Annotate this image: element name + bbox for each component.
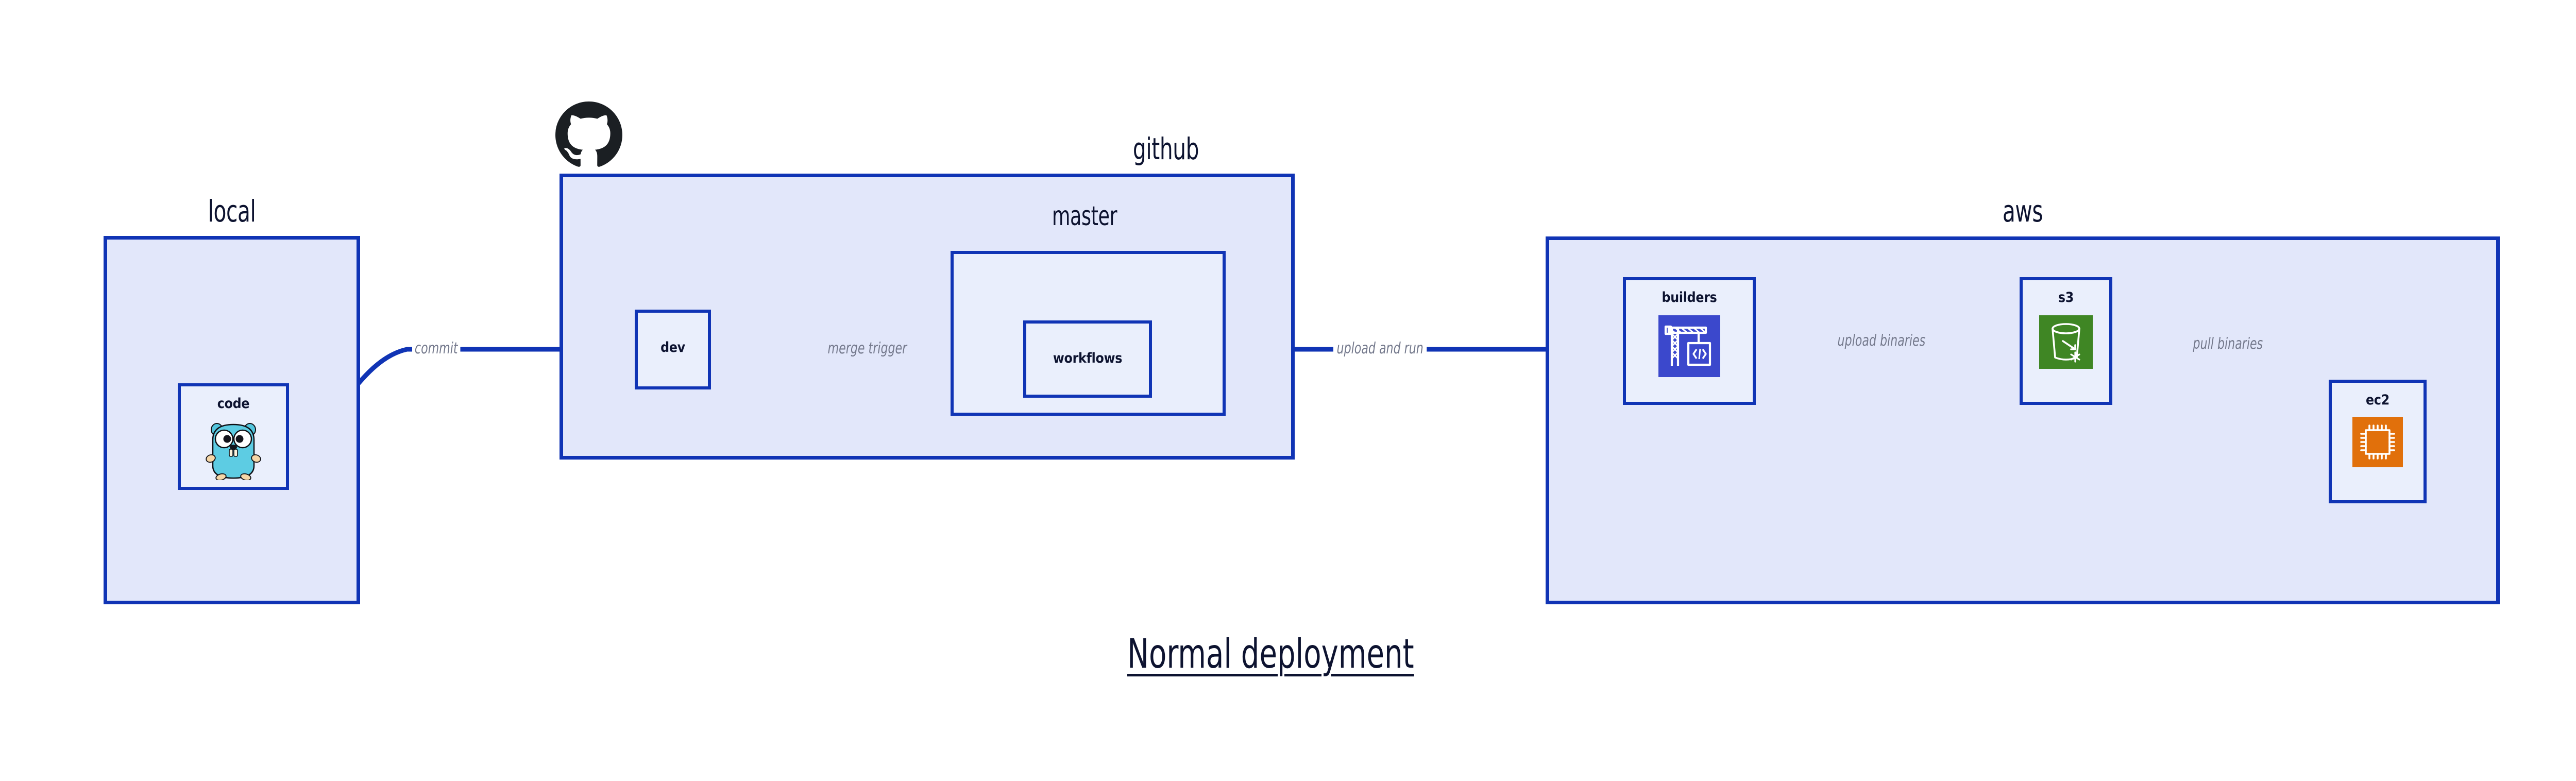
node-label-ec2: ec2 <box>2366 392 2389 408</box>
node-ec2[interactable]: ec2 <box>2329 380 2427 503</box>
edge-label-pull-binaries: pull binaries <box>2190 335 2266 353</box>
page-title: Normal deployment <box>1127 631 1414 677</box>
edge-label-merge-trigger: merge trigger <box>824 339 910 358</box>
node-label-code: code <box>217 396 250 412</box>
edge-label-upload-and-run: upload and run <box>1333 339 1427 358</box>
node-label-workflows: workflows <box>1053 350 1123 366</box>
node-s3[interactable]: s3 <box>2020 277 2112 405</box>
edge-label-commit: commit <box>412 339 461 358</box>
node-label-dev: dev <box>660 339 685 355</box>
aws-codebuild-icon <box>1658 315 1720 377</box>
group-label-local: local <box>208 194 256 229</box>
aws-ec2-icon <box>2352 417 2403 467</box>
github-logo-icon <box>555 101 622 169</box>
go-gopher-icon <box>204 418 263 481</box>
group-label-github: github <box>1132 131 1199 166</box>
group-label-aws: aws <box>2002 194 2043 229</box>
subgroup-label-master: master <box>1052 201 1117 232</box>
node-builders[interactable]: builders <box>1623 277 1756 405</box>
node-label-builders: builders <box>1662 290 1717 305</box>
node-workflows[interactable]: workflows <box>1023 320 1152 398</box>
aws-s3-icon <box>2039 315 2093 369</box>
node-dev[interactable]: dev <box>635 310 711 389</box>
edge-label-upload-binaries: upload binaries <box>1834 332 1929 350</box>
node-code[interactable]: code <box>178 383 289 490</box>
node-label-s3: s3 <box>2058 290 2074 305</box>
